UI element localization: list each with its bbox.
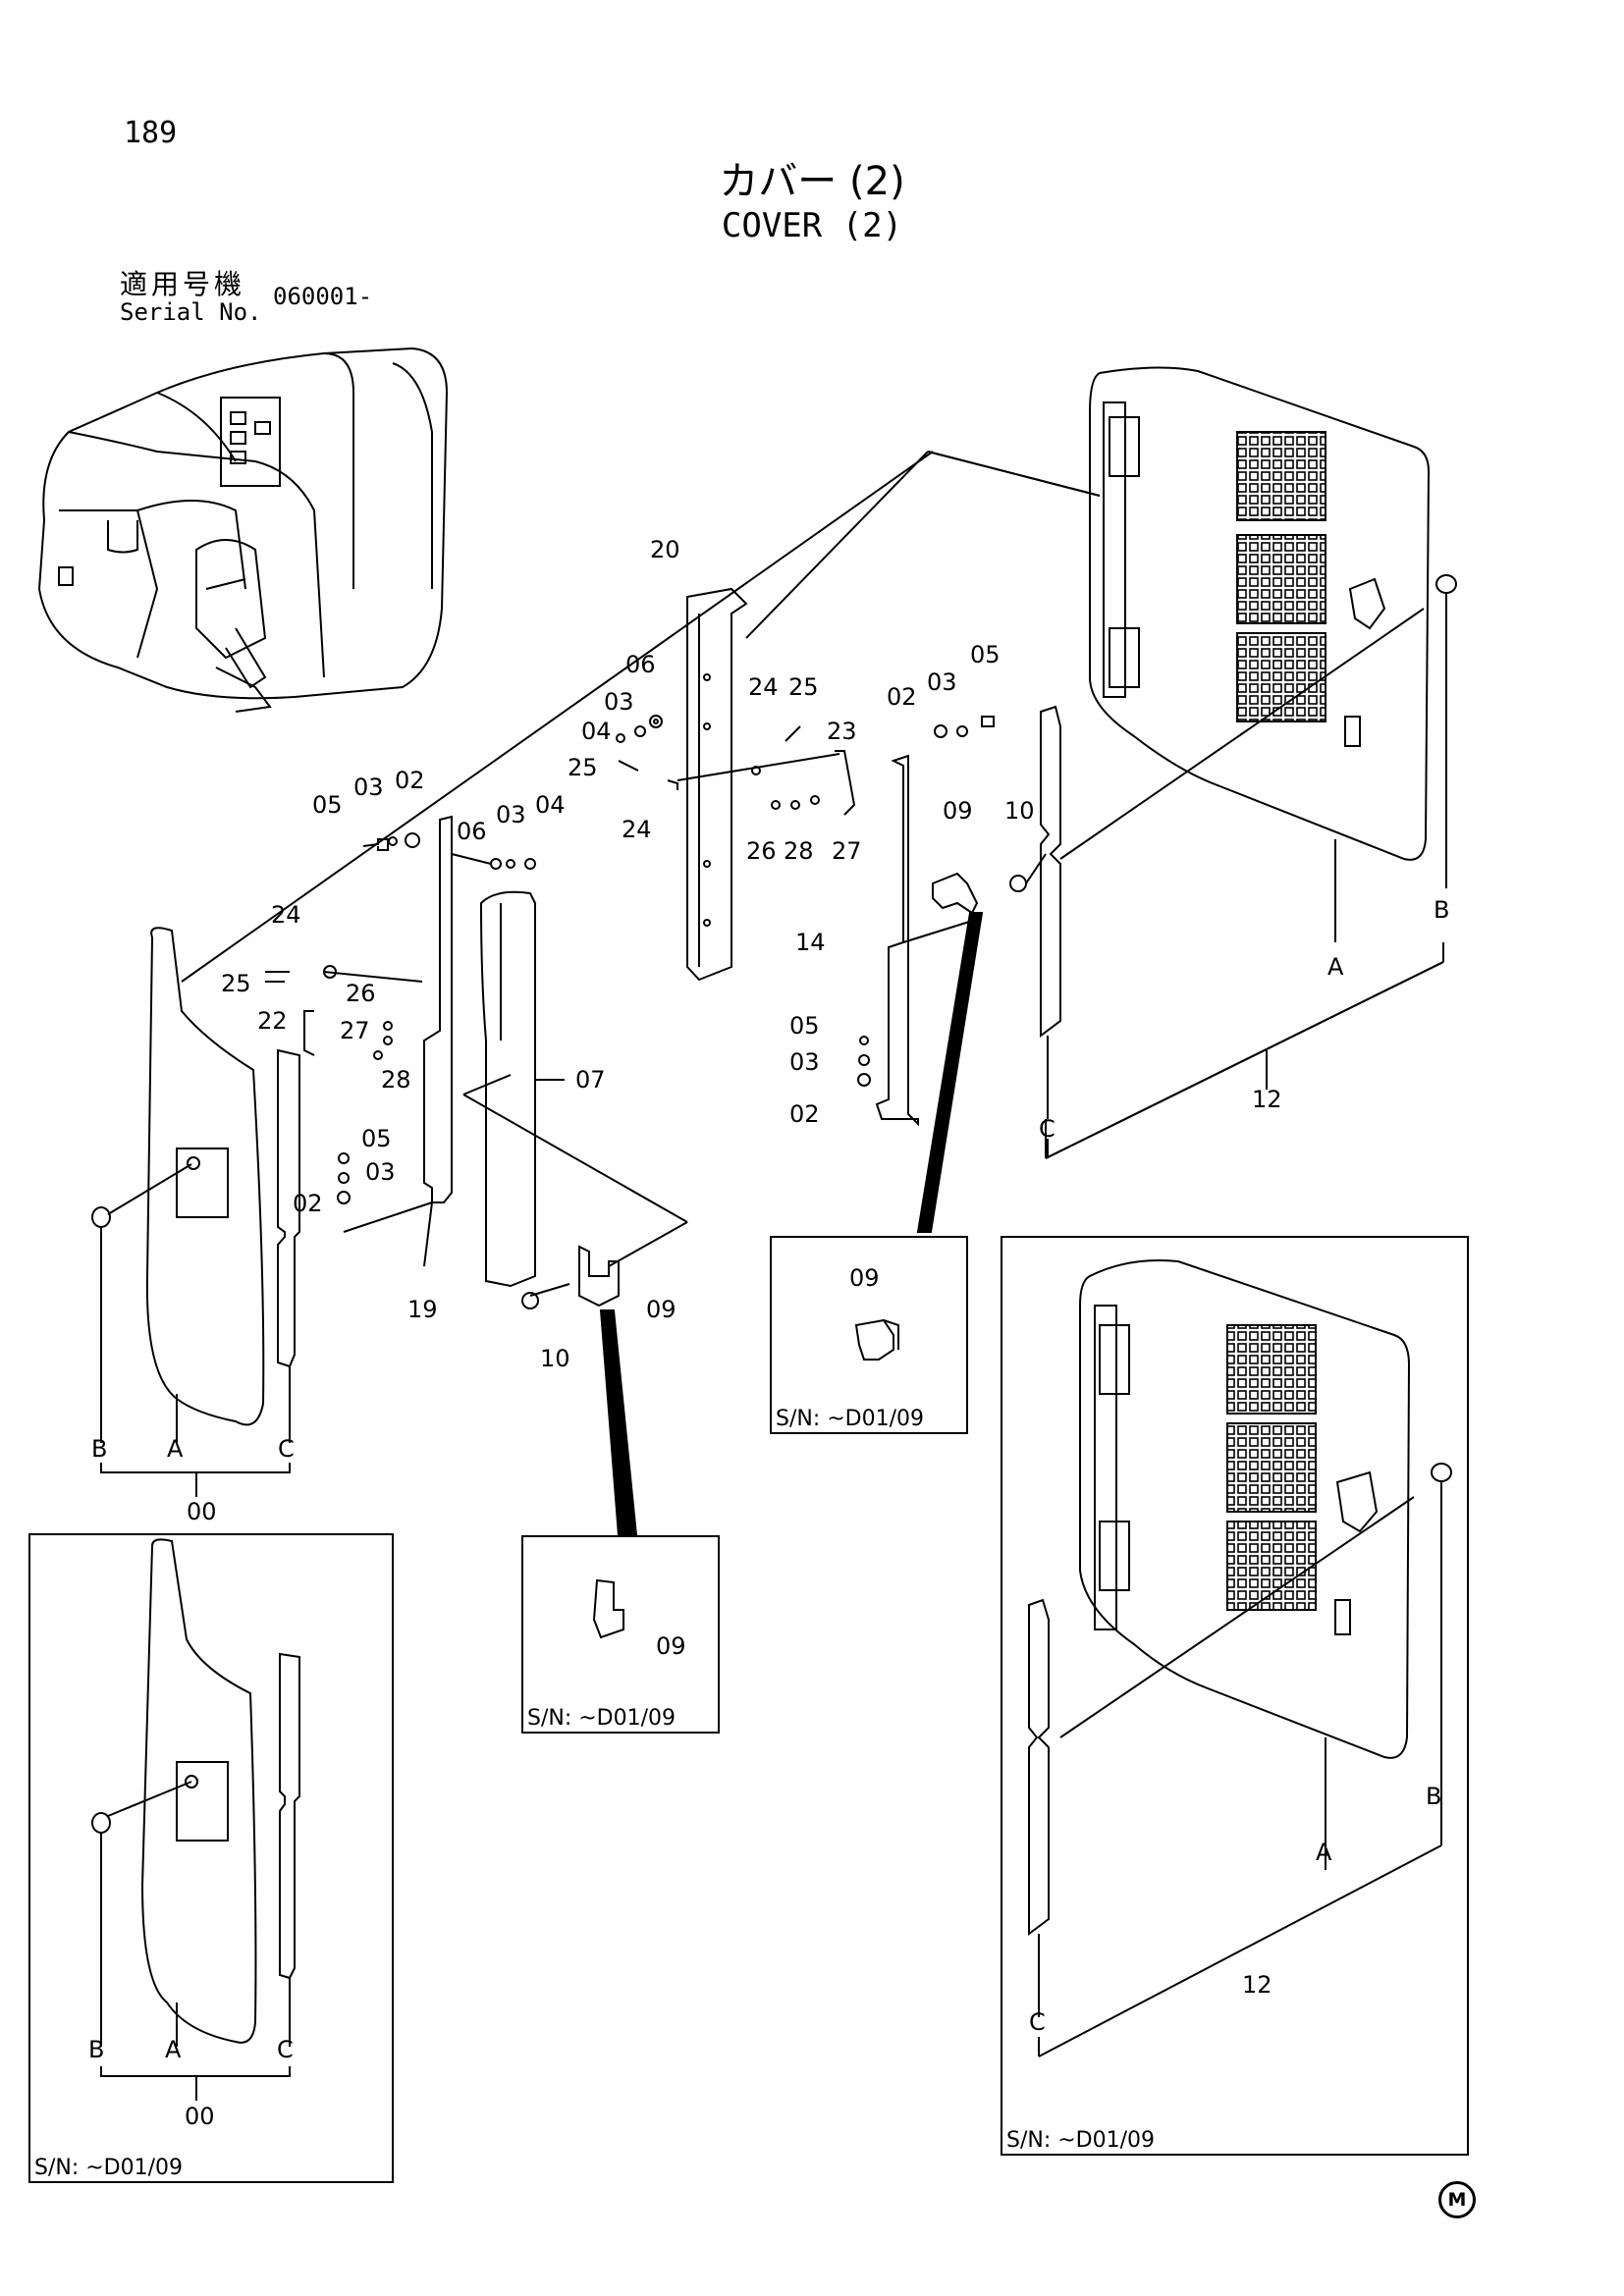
bracket-09-right bbox=[932, 872, 979, 915]
callout-03: 03 bbox=[604, 688, 634, 716]
page-title-english: COVER (2) bbox=[721, 206, 903, 245]
callout-03: 03 bbox=[496, 801, 526, 828]
callout-03: 03 bbox=[353, 774, 384, 801]
callout-04: 04 bbox=[581, 718, 612, 745]
serial-label-japanese: 適用号機 bbox=[120, 268, 246, 300]
inset-3-label: S/N: ~D01/09 bbox=[34, 2156, 183, 2180]
vertical-cover-07 bbox=[462, 890, 688, 1288]
variant-labels: S/N: ~D01/09 S/N: ~D01/09 S/N: ~D01/09 S… bbox=[34, 1407, 1155, 2180]
inset-box-3 bbox=[28, 1533, 394, 2183]
callout-25: 25 bbox=[568, 754, 598, 781]
callout-24: 24 bbox=[748, 673, 779, 701]
callout-27: 27 bbox=[340, 1017, 370, 1044]
inset-4-label: S/N: ~D01/09 bbox=[1006, 2128, 1155, 2153]
callout-03: 03 bbox=[927, 668, 957, 696]
callout-02: 02 bbox=[293, 1190, 323, 1217]
callout-05: 05 bbox=[361, 1125, 392, 1152]
callout-19: 19 bbox=[407, 1296, 438, 1323]
serial-number-value: 060001- bbox=[273, 283, 373, 310]
callout-B: B bbox=[88, 2036, 104, 2063]
callout-C: C bbox=[1029, 2008, 1046, 2036]
callout-26: 26 bbox=[346, 980, 376, 1007]
callout-C: C bbox=[277, 2036, 294, 2063]
callout-07: 07 bbox=[575, 1066, 606, 1094]
page-number: 189 bbox=[124, 116, 178, 150]
callout-09: 09 bbox=[656, 1632, 686, 1660]
callout-B: B bbox=[91, 1435, 107, 1463]
inset-2-label: S/N: ~D01/09 bbox=[527, 1706, 676, 1731]
callout-B: B bbox=[1426, 1783, 1441, 1810]
callout-09: 09 bbox=[943, 797, 973, 825]
callout-03: 03 bbox=[365, 1158, 396, 1186]
machine-overview-illustration bbox=[37, 347, 449, 713]
callout-05: 05 bbox=[789, 1012, 820, 1040]
door-panel-12 bbox=[1059, 366, 1457, 942]
callout-05: 05 bbox=[970, 641, 1001, 668]
callout-05: 05 bbox=[312, 791, 343, 819]
callout-02: 02 bbox=[395, 767, 425, 794]
center-channel-20 bbox=[686, 451, 1101, 982]
callout-02: 02 bbox=[887, 683, 917, 711]
callout-20: 20 bbox=[650, 536, 680, 563]
callout-12: 12 bbox=[1242, 1971, 1272, 1999]
callout-26: 26 bbox=[746, 837, 777, 865]
callout-25: 25 bbox=[788, 673, 819, 701]
callout-22: 22 bbox=[257, 1007, 288, 1035]
callout-00: 00 bbox=[187, 1498, 217, 1525]
callout-A: A bbox=[165, 2036, 182, 2063]
callout-10: 10 bbox=[1004, 797, 1035, 825]
inset-1-label: S/N: ~D01/09 bbox=[776, 1407, 924, 1431]
callout-09: 09 bbox=[849, 1264, 880, 1292]
callout-A: A bbox=[167, 1435, 184, 1463]
callout-25: 25 bbox=[221, 970, 251, 997]
callout-00: 00 bbox=[185, 2103, 215, 2130]
fasteners-group bbox=[265, 715, 995, 1204]
bracket-09-lower bbox=[578, 1245, 620, 1308]
callout-24: 24 bbox=[271, 901, 301, 929]
callout-B: B bbox=[1434, 896, 1449, 924]
callout-28: 28 bbox=[784, 837, 814, 865]
callout-03: 03 bbox=[789, 1048, 820, 1076]
inset-box-2 bbox=[521, 1535, 720, 1734]
inset-box-4 bbox=[1001, 1236, 1469, 2156]
side-bracket-19 bbox=[343, 815, 453, 1267]
callout-C: C bbox=[278, 1435, 295, 1463]
page-title-japanese: カバー (2) bbox=[719, 159, 905, 204]
callout-24: 24 bbox=[622, 816, 652, 843]
callout-28: 28 bbox=[381, 1066, 411, 1094]
callout-A: A bbox=[1327, 953, 1344, 981]
callout-A: A bbox=[1316, 1839, 1332, 1866]
callout-10: 10 bbox=[540, 1345, 570, 1372]
callout-labels: 20 06 03 04 25 24 24 25 23 26 28 27 02 0… bbox=[88, 536, 1449, 2130]
seal-strip-right bbox=[1040, 705, 1061, 1038]
copyright-mark: M bbox=[1438, 2181, 1476, 2218]
inset-box-1 bbox=[770, 1236, 968, 1434]
callout-23: 23 bbox=[827, 718, 857, 745]
callout-14: 14 bbox=[795, 929, 826, 956]
callout-06: 06 bbox=[625, 651, 656, 678]
callout-04: 04 bbox=[535, 791, 566, 819]
callout-12: 12 bbox=[1252, 1086, 1282, 1113]
callout-02: 02 bbox=[789, 1100, 820, 1128]
callout-09: 09 bbox=[646, 1296, 677, 1323]
serial-label-english: Serial No. bbox=[120, 298, 262, 326]
callout-06: 06 bbox=[457, 818, 487, 845]
callout-C: C bbox=[1039, 1115, 1056, 1143]
callout-27: 27 bbox=[832, 837, 862, 865]
left-cover-panel bbox=[91, 927, 300, 1426]
